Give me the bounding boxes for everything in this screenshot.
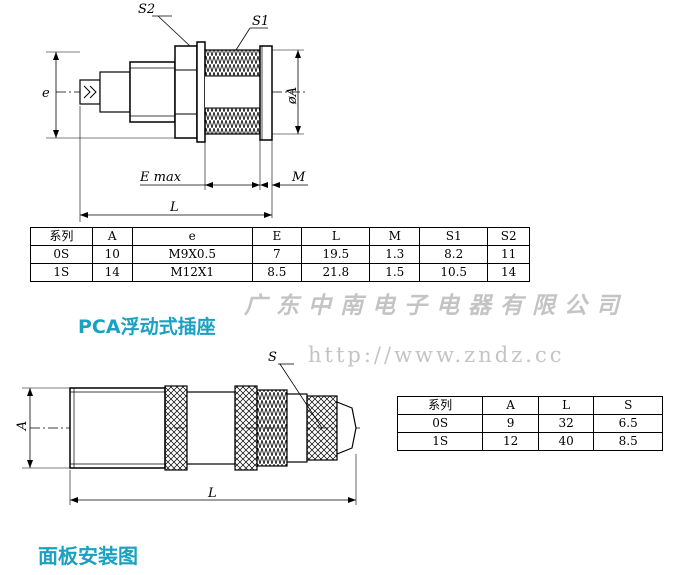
table-cell: 14: [91, 263, 133, 282]
table-cell: 6.5: [593, 414, 663, 433]
table-cell: 1.3: [369, 245, 421, 264]
label-s1: S1: [252, 14, 270, 29]
table-header-cell: 系列: [396, 396, 484, 415]
label-e-max: E max: [140, 170, 182, 185]
table-header-cell: M: [369, 227, 421, 246]
label-s: S: [268, 350, 277, 365]
table-header-cell: A: [91, 227, 133, 246]
title-floating-receptacle: PCA浮动式插座: [78, 316, 216, 338]
table-cell: 14: [487, 263, 530, 282]
table-cell: 40: [537, 432, 595, 451]
table-cell: 1S: [30, 263, 93, 282]
label-phi-a: øA: [285, 86, 301, 105]
table-cell: 7: [251, 245, 303, 264]
label-e: e: [42, 86, 50, 101]
label-m: M: [292, 170, 306, 185]
table-cell: 11: [487, 245, 530, 264]
table-header-cell: S1: [419, 227, 489, 246]
table-cell: 10.5: [419, 263, 489, 282]
table-cell: 8.2: [419, 245, 489, 264]
label-l2: L: [208, 486, 217, 501]
table-header-cell: 系列: [30, 227, 93, 246]
table-header-cell: S2: [487, 227, 530, 246]
table-cell: 32: [537, 414, 595, 433]
table-cell: 0S: [396, 414, 484, 433]
table-header-row: 系列 A L S: [396, 396, 663, 415]
table-cell: 0S: [30, 245, 93, 264]
table-row: 0S 9 32 6.5: [396, 414, 663, 433]
spec-table-floating: 系列 A e E L M S1 S2 0S 10 M9X0.5 7 19.5 1…: [30, 227, 530, 282]
table-header-cell: L: [301, 227, 371, 246]
table-cell: M12X1: [131, 263, 253, 282]
table-cell: 1.5: [369, 263, 421, 282]
table-row: 1S 12 40 8.5: [396, 432, 663, 451]
table-cell: 8.5: [251, 263, 303, 282]
table-header-cell: L: [537, 396, 595, 415]
label-s2: S2: [138, 2, 156, 17]
watermark-url: http://www.zndz.cc: [308, 343, 565, 367]
table-cell: 8.5: [593, 432, 663, 451]
label-l: L: [170, 200, 179, 215]
table-header-cell: A: [482, 396, 539, 415]
table-cell: M9X0.5: [131, 245, 253, 264]
table-header-cell: e: [131, 227, 253, 246]
spec-table-panel: 系列 A L S 0S 9 32 6.5 1S 12 40 8.5: [396, 396, 663, 451]
table-cell: 12: [482, 432, 539, 451]
table-cell: 1S: [396, 432, 484, 451]
table-cell: 19.5: [301, 245, 371, 264]
table-header-row: 系列 A e E L M S1 S2: [30, 227, 530, 246]
table-cell: 10: [91, 245, 133, 264]
title-panel-mounting: 面板安装图: [38, 544, 138, 568]
watermark-company-name: 广东中南电子电器有限公司: [244, 292, 628, 319]
table-header-cell: S: [593, 396, 663, 415]
table-cell: 9: [482, 414, 539, 433]
label-a: A: [15, 420, 31, 431]
table-cell: 21.8: [301, 263, 371, 282]
table-header-cell: E: [251, 227, 303, 246]
table-row: 1S 14 M12X1 8.5 21.8 1.5 10.5 14: [30, 263, 530, 282]
table-row: 0S 10 M9X0.5 7 19.5 1.3 8.2 11: [30, 245, 530, 264]
